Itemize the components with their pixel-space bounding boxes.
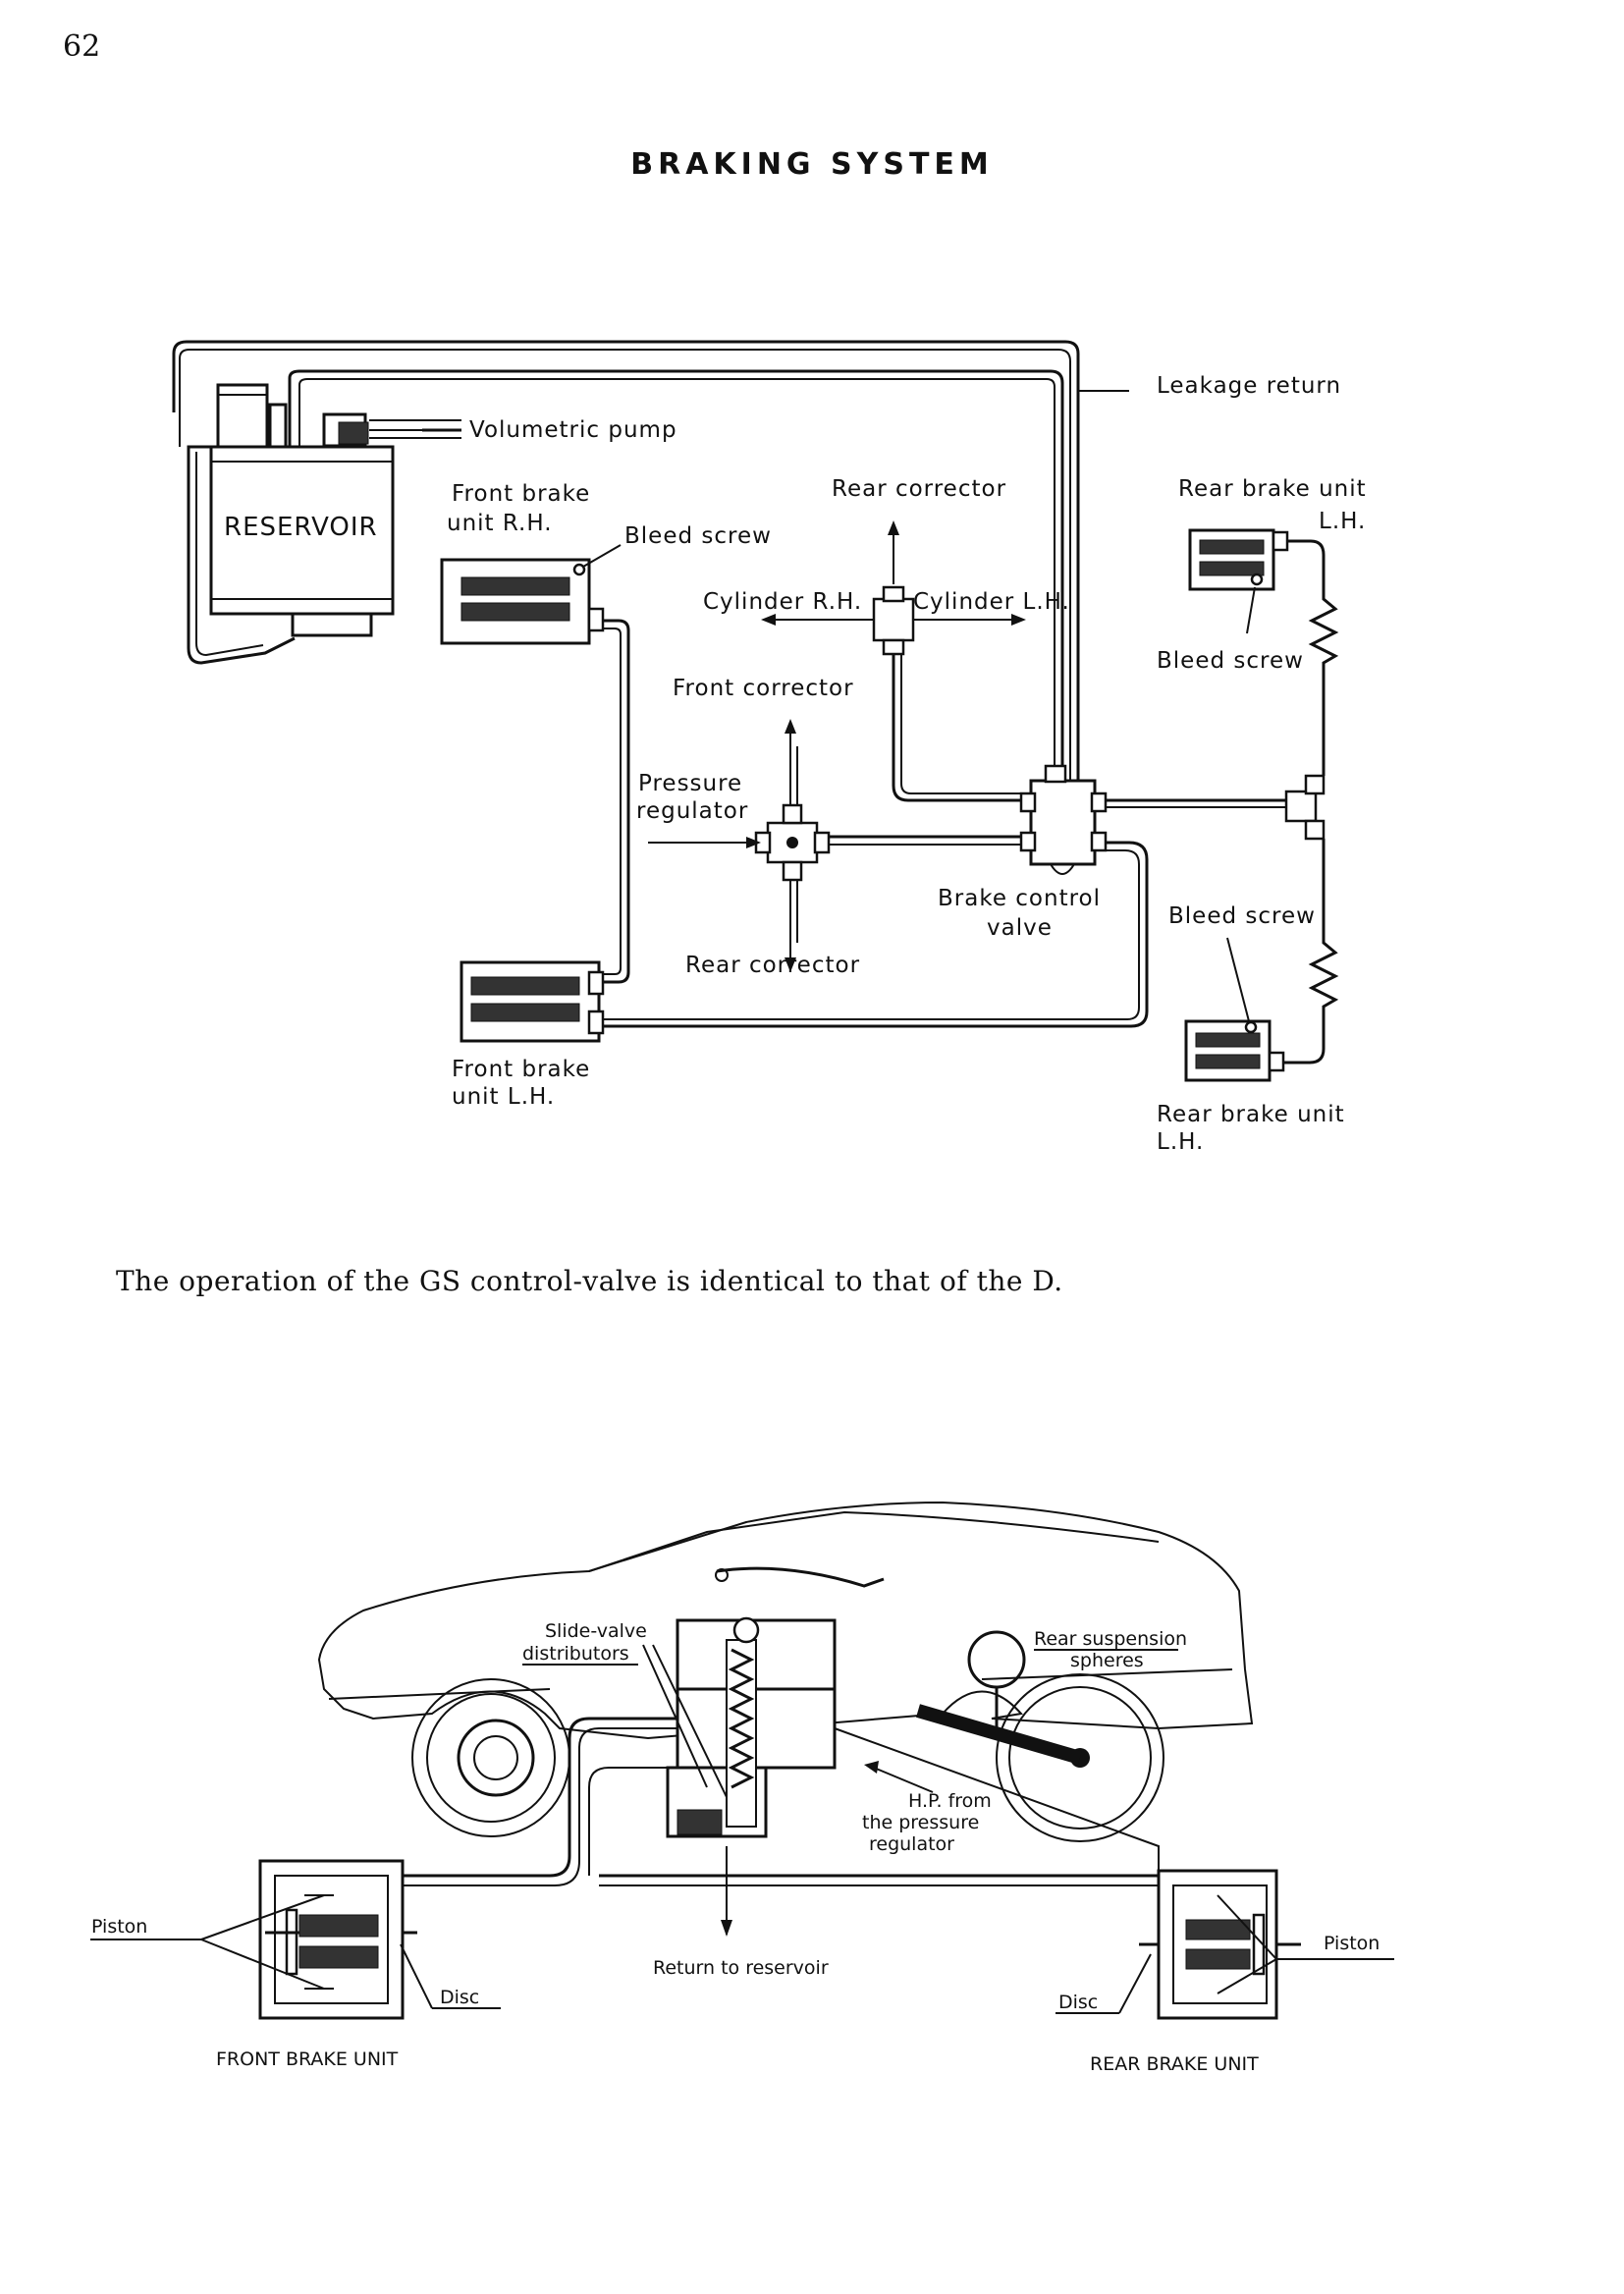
reservoir-tank [209, 445, 395, 616]
rear-brake-unit-top: Rear brake unit L.H. Bleed screw [1157, 476, 1367, 776]
front-brake-rh-label-line2: unit R.H. [447, 511, 553, 536]
brake-control-valve-label-line1: Brake control [938, 886, 1101, 911]
bleed-screw-rear-bottom-label: Bleed screw [1168, 903, 1316, 929]
rear-brake-top-label-line1: Rear brake unit [1178, 476, 1367, 502]
slide-valve-label-line2: distributors [522, 1643, 629, 1665]
front-brake-pipe [603, 619, 630, 984]
front-wheel [411, 1678, 570, 1837]
reservoir-feed-pipe [187, 445, 296, 665]
front-brake-rh-label-line1: Front brake [452, 481, 590, 507]
control-valve-block [666, 1616, 837, 1838]
leakage-return-pipes: Leakage return [172, 340, 1341, 786]
bleed-screw-front-label: Bleed screw [624, 523, 772, 549]
front-brake-unit-lh: Front brake unit L.H. [452, 960, 605, 1110]
rear-brake-bottom-label-line1: Rear brake unit [1157, 1102, 1345, 1127]
front-corrector-label: Front corrector [673, 676, 854, 701]
brake-control-valve-label-line2: valve [987, 915, 1053, 941]
bleed-screw-fitting [572, 563, 586, 576]
bleed-screw-rear-top-label: Bleed screw [1157, 648, 1304, 674]
brake-pedal [716, 1566, 885, 1588]
rear-brake-unit-label: REAR BRAKE UNIT [1090, 2053, 1259, 2075]
piston-left-label: Piston [91, 1916, 147, 1938]
brake-control-valve: Brake control valve [938, 764, 1108, 941]
top-hydraulic-diagram: RESERVOIR Volumetric pump Leakage return [172, 340, 1367, 1155]
rear-brake-unit-bottom-diagram: Piston Disc REAR BRAKE UNIT [1056, 1869, 1394, 2075]
front-brake-unit-label: FRONT BRAKE UNIT [216, 2048, 399, 2070]
rear-tee-fitting [1284, 790, 1318, 823]
rear-suspension-label-line2: spheres [1070, 1650, 1144, 1671]
cylinder-lh-label: Cylinder L.H. [913, 589, 1070, 615]
bottom-car-diagram: Rear suspension spheres Slide-valve dist… [90, 1501, 1394, 2075]
control-valve-to-front-lh-pipe [603, 841, 1149, 1028]
front-brake-line [265, 1717, 677, 1878]
rear-corrector-top-label: Rear corrector [832, 476, 1006, 502]
reservoir: RESERVOIR [209, 383, 395, 637]
piston-right-label: Piston [1324, 1933, 1380, 1954]
rear-suspension-arm [916, 1704, 1082, 1765]
pressure-regulator-label-line2: regulator [636, 798, 748, 824]
front-brake-lh-label-line1: Front brake [452, 1057, 590, 1082]
page-title: BRAKING SYSTEM [630, 147, 994, 182]
rear-brake-bottom-label-line2: L.H. [1157, 1129, 1204, 1155]
rear-brake-top-label-line2: L.H. [1319, 509, 1366, 534]
slide-valve-label-line1: Slide-valve [545, 1620, 647, 1642]
disc-left-label: Disc [440, 1987, 479, 2008]
rear-corrector-bottom-label: Rear corrector [685, 953, 860, 978]
rear-corrector-pipe [892, 654, 1021, 802]
rear-corrector-top: Rear corrector Cylinder R.H. Cylinder L.… [703, 476, 1070, 656]
pressure-regulator: Front corrector Pressure regulator Rear … [636, 676, 860, 978]
caption-text: The operation of the GS control-valve is… [116, 1265, 1063, 1297]
rear-suspension-label-line1: Rear suspension [1034, 1628, 1187, 1650]
reservoir-label: RESERVOIR [224, 513, 378, 542]
front-brake-unit-bottom: Piston Disc FRONT BRAKE UNIT [90, 1859, 501, 2070]
leakage-return-label: Leakage return [1157, 373, 1341, 399]
hp-label-line1: H.P. from [908, 1790, 992, 1812]
disc-right-label: Disc [1058, 1992, 1098, 2013]
volumetric-pump-label: Volumetric pump [469, 417, 677, 443]
rear-brake-unit-bottom: Bleed screw Rear brake unit L.H. [1157, 839, 1345, 1155]
cylinder-rh-label: Cylinder R.H. [703, 589, 862, 615]
hp-label-line2: the pressure [862, 1812, 979, 1833]
pressure-regulator-label-line1: Pressure [638, 771, 742, 796]
hp-label-line3: regulator [869, 1833, 954, 1855]
page-number: 62 [63, 29, 101, 64]
volumetric-pump: Volumetric pump [322, 412, 677, 448]
front-brake-unit-rh: Front brake unit R.H. Bleed screw [440, 481, 772, 645]
return-to-reservoir-label: Return to reservoir [653, 1957, 829, 1979]
front-brake-lh-label-line2: unit L.H. [452, 1084, 555, 1110]
